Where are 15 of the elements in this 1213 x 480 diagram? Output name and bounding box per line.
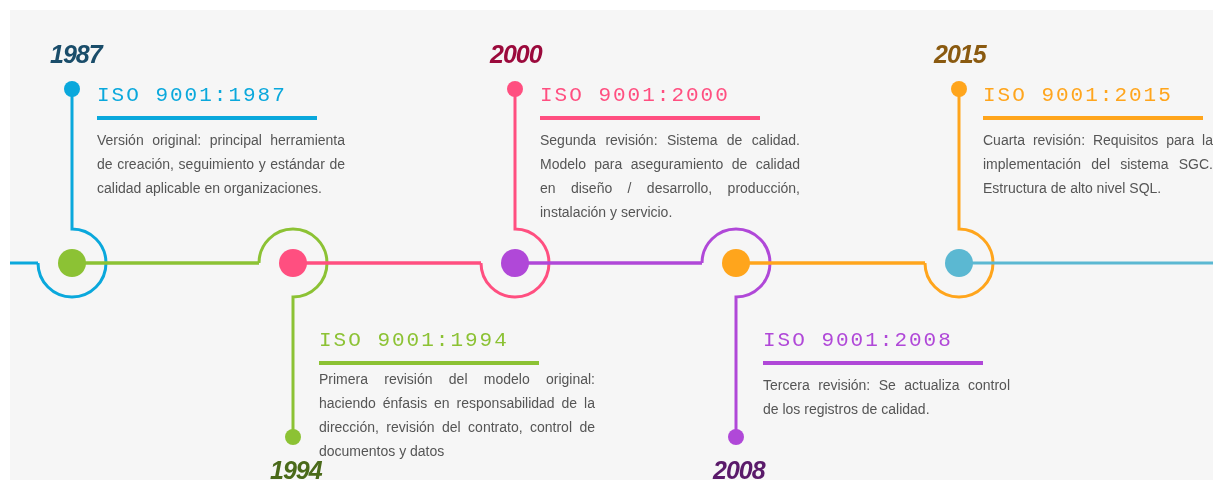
year-label: 2000: [490, 40, 542, 69]
entry-title: ISO 9001:1994: [319, 329, 509, 352]
year-label: 1987: [50, 40, 102, 69]
entry-title: ISO 9001:1987: [97, 84, 287, 107]
entry-description: Versión original: principal herramienta de creación, seguimiento y estándar de calidad aplicable en organizaciones.: [97, 131, 345, 198]
entry-title: ISO 9001:2008: [763, 329, 953, 352]
entry-description: Tercera revisión: Se actualiza control de los registros de calidad.: [763, 376, 1010, 419]
entry-description: Segunda revisión: Sistema de calidad. Modelo para aseguramiento de calidad en diseño / desarrollo, producción, instalación y servicio.: [540, 131, 800, 222]
entry-title: ISO 9001:2000: [540, 84, 730, 107]
entry-title: ISO 9001:2015: [983, 84, 1173, 107]
entry-description: Primera revisión del modelo original: haciendo énfasis en responsabilidad de la dirección, revisión del contrato, control de documentos y datos: [319, 370, 595, 461]
year-label: 1994: [270, 456, 322, 480]
entry-description: Cuarta revisión: Requisitos para la implementación del sistema SGC. Estructura de alto nivel SQL.: [983, 131, 1213, 198]
year-label: 2015: [934, 40, 986, 69]
year-label: 2008: [713, 456, 765, 480]
